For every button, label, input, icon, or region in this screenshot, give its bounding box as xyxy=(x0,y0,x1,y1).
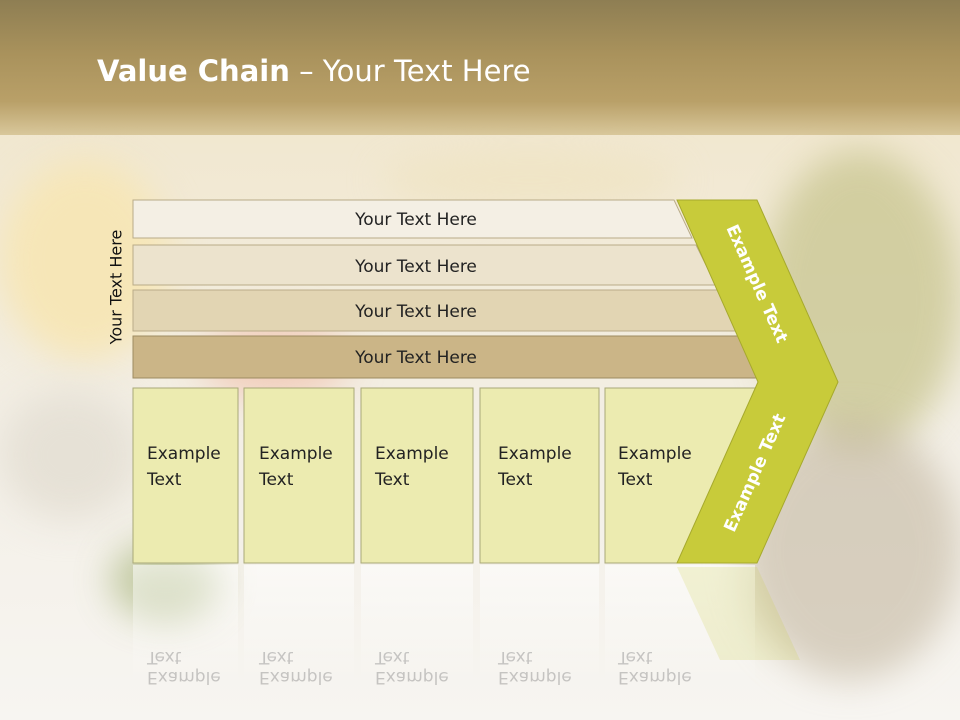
reflection: Text Example Text Example Text Example T… xyxy=(133,565,755,687)
box-3-shape xyxy=(360,387,474,564)
garlic-blur xyxy=(0,390,140,520)
box-5-line1: Example xyxy=(618,444,692,464)
box-2-line1: Example xyxy=(259,444,333,464)
reflection-box-5 xyxy=(605,565,755,685)
reflection-text-3: Text xyxy=(374,647,410,667)
reflection-text-3b: Example xyxy=(375,667,449,687)
box-2-shape xyxy=(243,387,355,564)
row-2-label: Your Text Here xyxy=(354,257,477,277)
reflection-box-2 xyxy=(244,565,354,685)
reflection-text-4b: Example xyxy=(498,667,572,687)
reflection-text-2b: Example xyxy=(259,667,333,687)
box-3-line1: Example xyxy=(375,444,449,464)
row-4-label: Your Text Here xyxy=(354,348,477,368)
reflection-text-1b: Example xyxy=(147,667,221,687)
row-3-label: Your Text Here xyxy=(354,302,477,322)
title-bold: Value Chain xyxy=(97,54,290,88)
reflection-text-1: Text xyxy=(146,647,182,667)
reflection-box-1 xyxy=(133,565,238,685)
box-3-line2: Text xyxy=(374,470,410,490)
reflection-box-4 xyxy=(480,565,599,685)
chevron-reflection xyxy=(677,567,800,660)
reflection-text-2: Text xyxy=(258,647,294,667)
reflection-box-3 xyxy=(361,565,473,685)
row-1-shape xyxy=(132,199,693,239)
boxes: Example Text Example Text Example Text E… xyxy=(132,387,761,564)
header-band xyxy=(0,0,960,135)
box-1-line2: Text xyxy=(146,470,182,490)
box-4-shape xyxy=(479,387,600,564)
box-5-line2: Text xyxy=(617,470,653,490)
box-1-shape xyxy=(132,387,239,564)
reflection-text-5b: Example xyxy=(618,667,692,687)
chevron-shape xyxy=(676,199,839,564)
slide-title: Value Chain – Your Text Here xyxy=(97,54,531,88)
box-4-line2: Text xyxy=(497,470,533,490)
reflection-text-4: Text xyxy=(497,647,533,667)
reflection-text-5: Text xyxy=(617,647,653,667)
box-4-line1: Example xyxy=(498,444,572,464)
box-1-line1: Example xyxy=(147,444,221,464)
row-1-label: Your Text Here xyxy=(354,210,477,230)
rows: Your Text Here Your Text Here Your Text … xyxy=(132,199,765,379)
title-rest: – Your Text Here xyxy=(289,54,531,88)
box-2-line2: Text xyxy=(258,470,294,490)
